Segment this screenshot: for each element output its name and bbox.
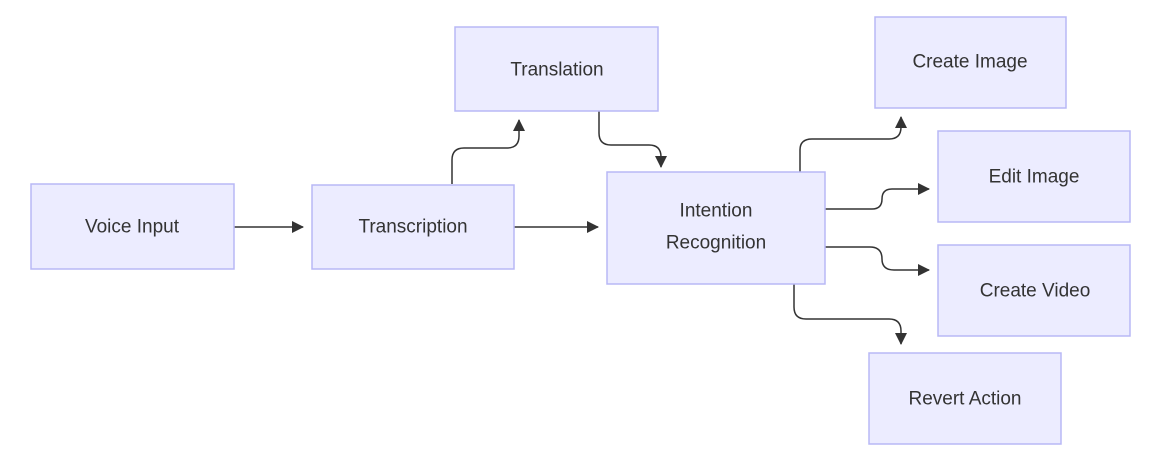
node-revert-action: Revert Action bbox=[868, 352, 1062, 445]
edge-intention-recognition-to-create-image bbox=[799, 116, 907, 172]
node-translation: Translation bbox=[454, 26, 659, 112]
edge-intention-recognition-to-edit-image bbox=[825, 183, 930, 210]
node-intention-recognition-label-line1: Intention bbox=[680, 201, 753, 222]
node-voice-input-label: Voice Input bbox=[85, 217, 180, 238]
node-voice-input: Voice Input bbox=[30, 183, 235, 270]
node-create-video-label: Create Video bbox=[980, 281, 1091, 302]
node-create-video: Create Video bbox=[937, 244, 1131, 337]
edge-intention-recognition-to-create-video bbox=[825, 246, 930, 276]
node-translation-label: Translation bbox=[510, 60, 603, 81]
node-intention-recognition-label-line2: Recognition bbox=[666, 233, 766, 254]
node-intention-recognition: Intention Recognition bbox=[606, 171, 826, 285]
node-transcription: Transcription bbox=[311, 184, 515, 270]
node-transcription-label: Transcription bbox=[358, 217, 467, 238]
node-edit-image: Edit Image bbox=[937, 130, 1131, 223]
node-revert-action-label: Revert Action bbox=[909, 389, 1022, 410]
edge-intention-recognition-to-revert-action bbox=[793, 284, 907, 345]
node-edit-image-label: Edit Image bbox=[989, 167, 1080, 188]
edge-translation-to-intention-recognition bbox=[598, 111, 667, 168]
node-create-image-label: Create Image bbox=[912, 52, 1027, 73]
node-create-image: Create Image bbox=[874, 16, 1067, 109]
edge-transcription-to-translation bbox=[451, 119, 525, 184]
